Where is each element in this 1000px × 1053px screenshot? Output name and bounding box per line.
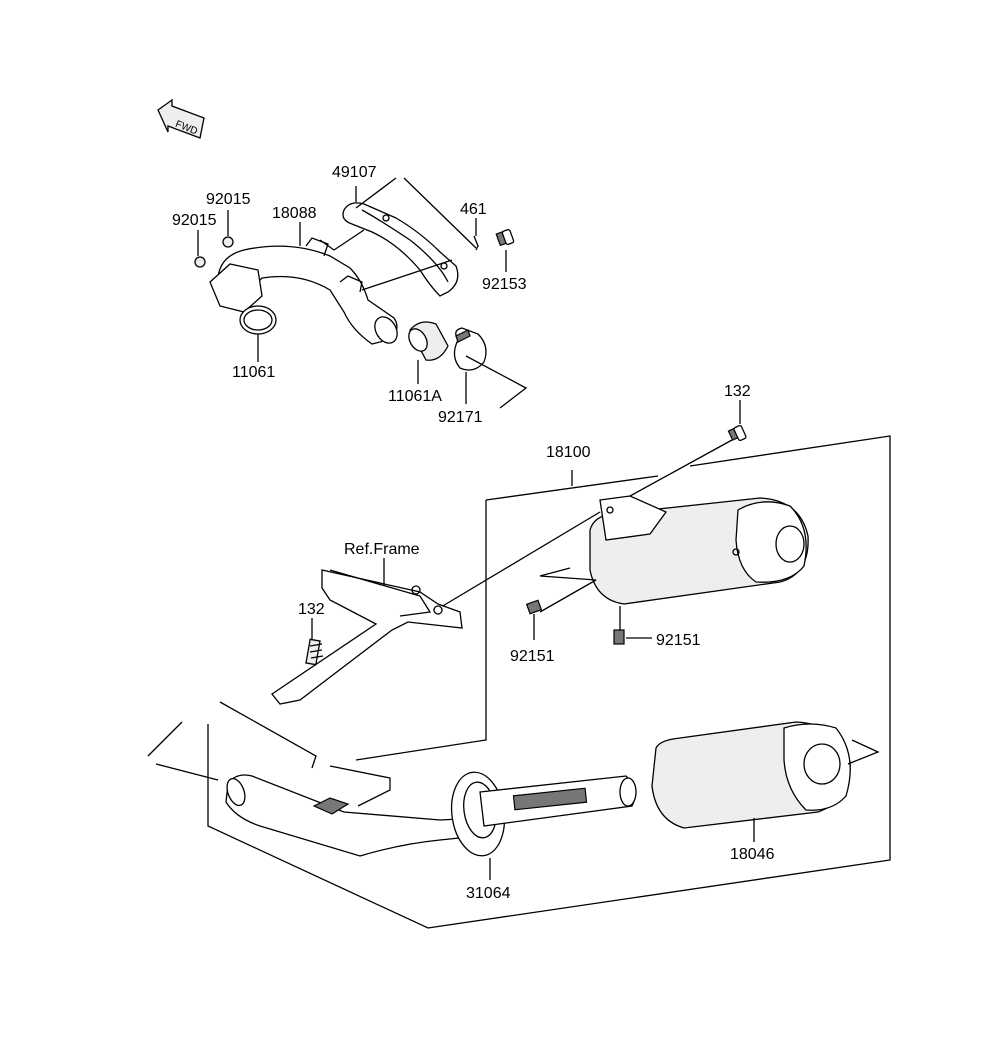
fwd-arrow-icon: FWD <box>157 98 205 139</box>
bolt-132-upper-part <box>727 424 747 442</box>
label-92015-upper: 92015 <box>206 191 251 208</box>
bolt-132-lower-part <box>305 638 324 666</box>
spark-arrestor-31064-part <box>450 771 637 857</box>
label-92151-right: 92151 <box>656 632 701 649</box>
label-461: 461 <box>460 201 487 218</box>
label-92151-left: 92151 <box>510 648 555 665</box>
label-18100: 18100 <box>546 444 591 461</box>
frame-reference-part <box>271 569 463 705</box>
bolt-92151-right-part <box>613 629 625 645</box>
heat-guard-part <box>342 202 459 297</box>
bolt-92151-left-part <box>525 599 543 615</box>
silencer-shell-18046-part <box>651 721 851 829</box>
nut-92015-upper-part <box>222 236 234 248</box>
tail-pipe-part <box>225 774 481 857</box>
label-18046: 18046 <box>730 846 775 863</box>
bolt-461-part <box>473 235 479 251</box>
gasket-11061A-part <box>408 321 449 361</box>
silencer-18100-part <box>589 495 809 605</box>
label-ref-frame: Ref.Frame <box>344 541 420 558</box>
label-49107: 49107 <box>332 164 377 181</box>
label-11061A: 11061A <box>388 388 442 405</box>
label-92171: 92171 <box>438 409 483 426</box>
label-92153: 92153 <box>482 276 527 293</box>
label-92015-lower: 92015 <box>172 212 217 229</box>
label-18088: 18088 <box>272 205 317 222</box>
header-pipe-part <box>209 237 398 345</box>
label-11061: 11061 <box>232 364 275 381</box>
bolt-92153-part <box>495 228 515 247</box>
label-132-lower: 132 <box>298 601 325 618</box>
label-31064: 31064 <box>466 885 511 902</box>
nut-92015-lower-part <box>194 256 206 268</box>
clamp-92171-part <box>453 327 487 371</box>
label-132-upper: 132 <box>724 383 751 400</box>
gasket-11061-part <box>239 305 277 335</box>
